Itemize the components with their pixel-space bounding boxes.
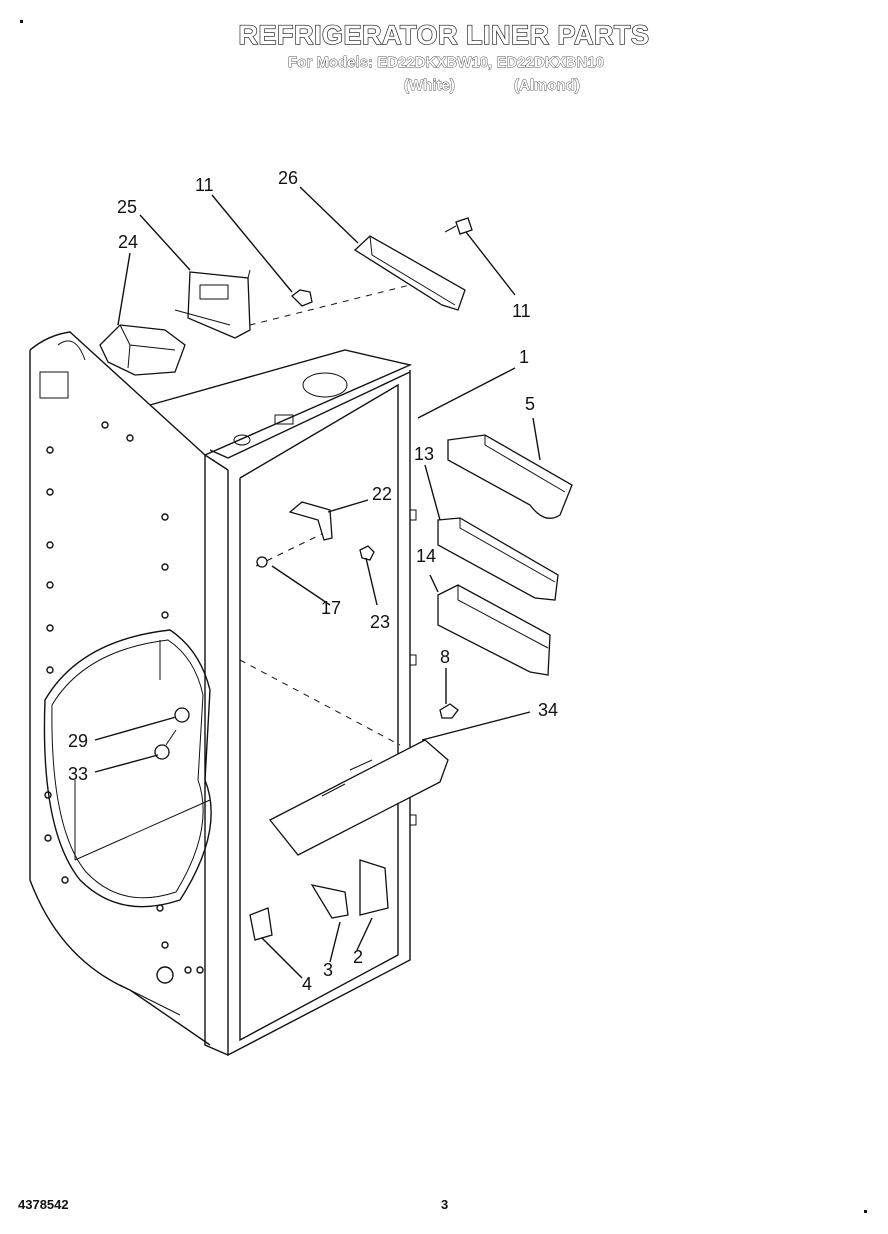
document-number: 4378542 <box>18 1197 69 1212</box>
shelf-cover-part-5 <box>447 434 573 519</box>
callout-2: 2 <box>353 947 363 967</box>
light-bulb-part-33 <box>154 729 177 760</box>
callout-4: 4 <box>302 974 312 994</box>
callout-11-upper-left: 11 <box>195 175 214 195</box>
crisper-cover-support-part-3 <box>310 884 349 919</box>
screw-part-23 <box>359 545 375 561</box>
leader-lines <box>94 186 541 979</box>
models-line: For Models: ED22DKXBW10, ED22DKXBN10 <box>288 54 605 72</box>
track-part-14 <box>437 584 551 676</box>
callout-34: 34 <box>538 700 558 720</box>
callout-25: 25 <box>117 197 137 217</box>
callout-3: 3 <box>323 960 333 980</box>
callout-8: 8 <box>440 647 450 667</box>
page-title: REFRIGERATOR LINER PARTS <box>238 19 650 50</box>
callout-29: 29 <box>68 731 88 751</box>
liner-cabinet <box>29 284 417 1057</box>
page-number: 3 <box>441 1197 449 1212</box>
callout-1: 1 <box>519 347 529 367</box>
side-wall-holes <box>44 421 204 984</box>
callout-23: 23 <box>370 612 390 632</box>
screw-part-11-left <box>291 289 313 307</box>
callout-24: 24 <box>118 232 138 252</box>
crisper-cover-support-part-2 <box>359 859 389 916</box>
crisper-support-part-4 <box>249 907 273 941</box>
screw-part-11-right <box>444 217 473 235</box>
rail-part-26 <box>353 235 466 311</box>
registration-mark-bottom <box>864 1210 867 1213</box>
callout-33: 33 <box>68 764 88 784</box>
shelf-support-part-34 <box>268 739 449 856</box>
variant-almond-label: (Almond) <box>514 77 581 95</box>
fastener-part-17 <box>256 556 268 568</box>
callout-14: 14 <box>416 546 436 566</box>
callout-13: 13 <box>414 444 434 464</box>
callout-11-right: 11 <box>512 301 531 321</box>
screw-part-8 <box>439 703 459 719</box>
track-part-13 <box>437 517 559 601</box>
callout-26: 26 <box>278 168 298 188</box>
bracket-part-25 <box>174 269 251 339</box>
callout-22: 22 <box>372 484 392 504</box>
control-housing-part-24 <box>99 324 186 376</box>
light-socket-part-29 <box>174 707 190 723</box>
bracket-part-22 <box>288 501 333 541</box>
callout-5: 5 <box>525 394 535 414</box>
registration-mark-top <box>20 20 23 23</box>
callout-17: 17 <box>321 598 341 618</box>
variant-white-label: (White) <box>404 77 456 95</box>
